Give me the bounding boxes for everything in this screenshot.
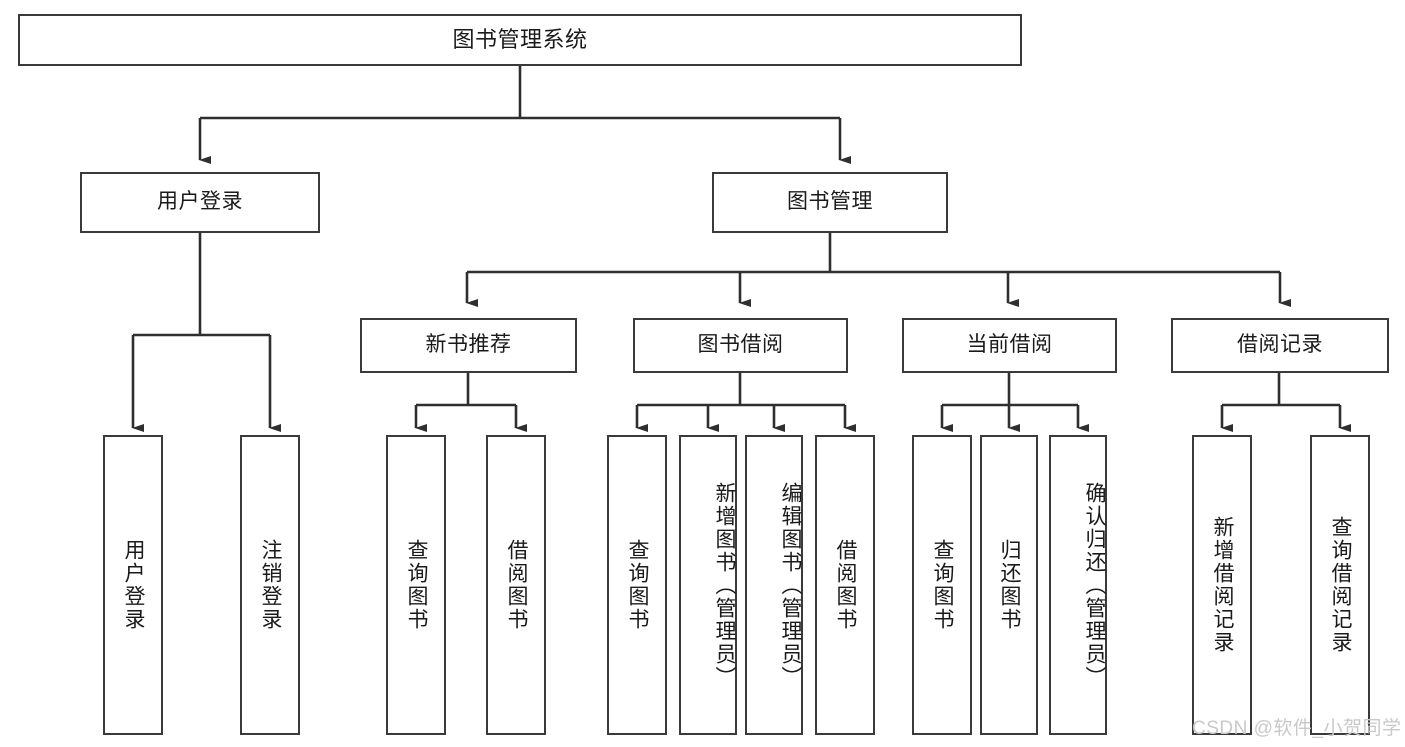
node-book-borrow[interactable]: 图书借阅 (633, 318, 848, 373)
node-label: 借阅图书 (834, 539, 858, 631)
node-label: 用户登录 (122, 539, 146, 631)
node-label: 归还图书 (998, 539, 1022, 631)
node-label: 查询借阅记录 (1329, 516, 1353, 654)
node-user-login[interactable]: 用户登录 (80, 172, 320, 233)
leaf-query-borrow-record[interactable]: 查询借阅记录 (1310, 435, 1370, 735)
leaf-query-book-borrow[interactable]: 查询图书 (607, 435, 667, 735)
leaf-confirm-return-admin[interactable]: 确认归还（管理员） (1049, 435, 1107, 735)
node-label: 查询图书 (931, 539, 955, 631)
node-book-management[interactable]: 图书管理 (712, 172, 948, 233)
node-borrow-record[interactable]: 借阅记录 (1171, 318, 1389, 373)
leaf-query-book-current[interactable]: 查询图书 (912, 435, 972, 735)
leaf-edit-book-admin[interactable]: 编辑图书（管理员） (745, 435, 803, 735)
node-label: 新书推荐 (425, 333, 512, 357)
leaf-user-login[interactable]: 用户登录 (103, 435, 163, 735)
node-root-system[interactable]: 图书管理系统 (18, 14, 1022, 66)
node-label: 用户登录 (157, 190, 243, 214)
watermark-text: CSDN @软件_小贺同学 (1192, 718, 1402, 739)
node-label: 编辑图书（管理员） (779, 481, 802, 689)
leaf-borrow-book-recommend[interactable]: 借阅图书 (486, 435, 546, 735)
node-label: 确认归还（管理员） (1083, 481, 1106, 689)
node-label: 当前借阅 (966, 333, 1053, 357)
node-label: 新增图书（管理员） (713, 481, 736, 689)
leaf-add-book-admin[interactable]: 新增图书（管理员） (679, 435, 737, 735)
leaf-query-book-recommend[interactable]: 查询图书 (386, 435, 446, 735)
leaf-add-borrow-record[interactable]: 新增借阅记录 (1192, 435, 1252, 735)
node-label: 查询图书 (626, 539, 650, 631)
leaf-return-book[interactable]: 归还图书 (980, 435, 1038, 735)
node-label: 图书借阅 (697, 333, 784, 357)
node-label: 图书管理系统 (452, 27, 588, 53)
node-label: 注销登录 (259, 539, 283, 631)
node-label: 查询图书 (405, 539, 429, 631)
leaf-borrow-book[interactable]: 借阅图书 (815, 435, 875, 735)
leaf-logout[interactable]: 注销登录 (240, 435, 300, 735)
node-label: 借阅记录 (1237, 333, 1323, 357)
node-label: 借阅图书 (505, 539, 529, 631)
node-new-book-recommend[interactable]: 新书推荐 (360, 318, 577, 373)
node-label: 新增借阅记录 (1211, 516, 1235, 654)
node-label: 图书管理 (787, 190, 873, 214)
node-current-borrow[interactable]: 当前借阅 (902, 318, 1117, 373)
